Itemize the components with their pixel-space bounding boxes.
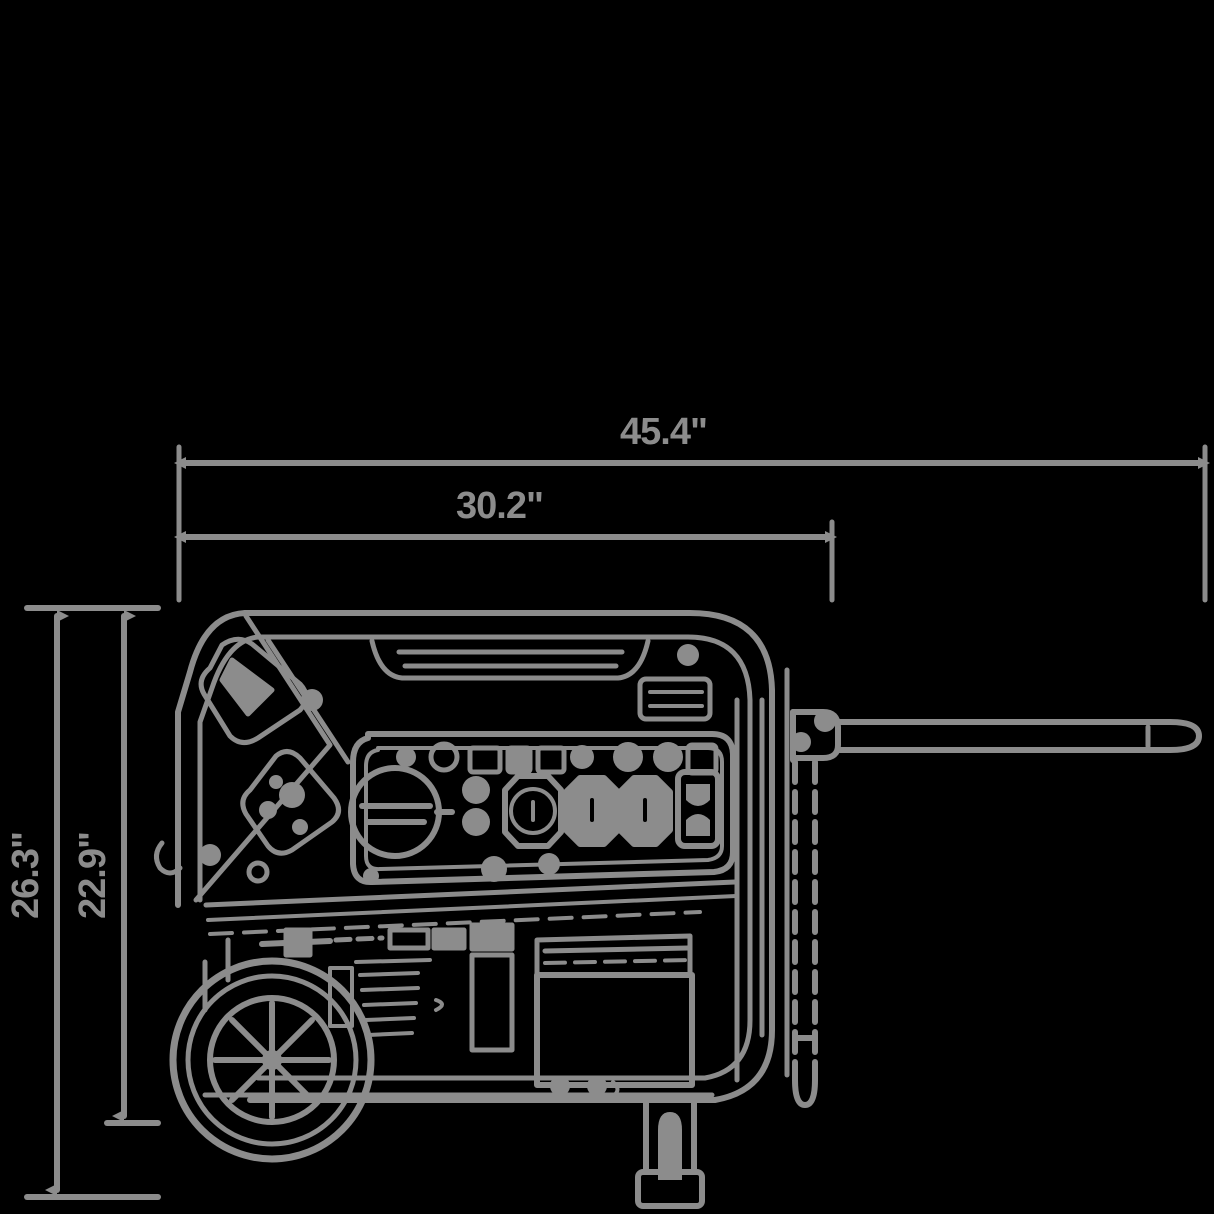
panel-grommet-icon [246,860,270,884]
side-latch [154,840,183,876]
choke-control [240,749,341,856]
control-panel [348,731,736,886]
carburetor-cluster [259,927,467,1037]
outlet-sockets [502,769,721,849]
vent-louvre [637,676,713,722]
top-carry-handle [369,638,651,681]
circular-gauge [348,765,455,859]
dimension-height-overall [24,605,161,1200]
roll-cage-frame [175,610,775,1103]
engine-block [469,922,695,1098]
panel-bolt-icon [199,844,221,866]
telescoping-pull-handle [784,667,1202,1108]
dimension-height-body [104,610,161,1126]
dimension-width-body [174,519,837,603]
dimension-label-width-overall: 45.4" [620,411,708,453]
dimension-width-overall [174,444,1210,603]
dimension-label-width-body: 30.2" [456,485,544,527]
frame-bolt-icon [677,644,699,666]
dimension-label-height-body: 22.9" [71,832,114,919]
dimension-label-height-overall: 26.3" [4,832,47,919]
support-foot [635,1097,705,1209]
side-shroud [193,613,351,903]
transport-wheel [169,937,375,1163]
